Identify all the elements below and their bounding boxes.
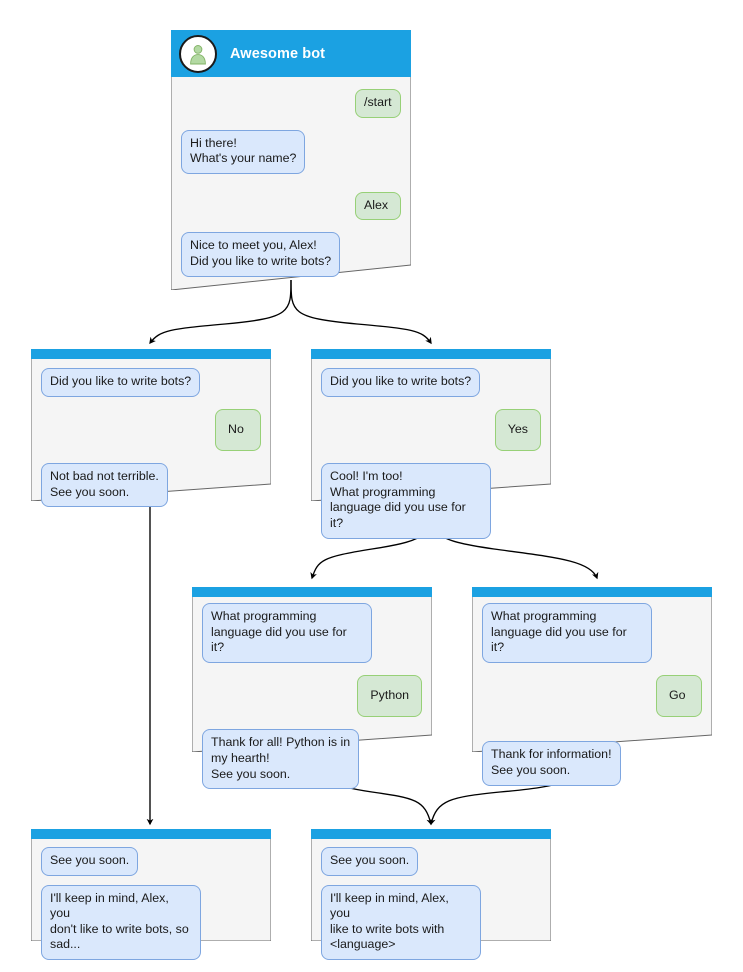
node-python-branch-header xyxy=(192,587,432,597)
node-end-sad-header xyxy=(31,829,271,839)
node-yes-branch-header xyxy=(311,349,551,359)
bot-bubble: Hi there! What's your name? xyxy=(181,129,306,174)
message-row: See you soon. xyxy=(41,847,261,876)
message-row: Yes xyxy=(321,408,541,452)
node-root-content: Awesome bot /start Hi there! What's your… xyxy=(171,30,411,289)
node-no-branch-content: Did you like to write bots? No Not bad n… xyxy=(31,349,271,519)
bot-bubble: Did you like to write bots? xyxy=(41,368,201,397)
node-no-branch-messages: Did you like to write bots? No Not bad n… xyxy=(31,359,271,508)
node-go-branch-messages: What programming language did you use fo… xyxy=(472,597,712,786)
bot-bubble: Thank for all! Python is in my hearth! S… xyxy=(202,729,360,790)
bot-bubble: Thank for information! See you soon. xyxy=(482,741,621,786)
bot-bubble: What programming language did you use fo… xyxy=(202,603,372,663)
bot-bubble: What programming language did you use fo… xyxy=(482,603,652,663)
node-root-messages: /start Hi there! What's your name? Alex … xyxy=(171,77,411,277)
user-bubble: No xyxy=(215,408,261,452)
bot-bubble: See you soon. xyxy=(41,847,139,876)
message-row: No xyxy=(41,408,261,452)
message-row: Nice to meet you, Alex! Did you like to … xyxy=(181,232,401,277)
user-bubble: Yes xyxy=(494,408,541,452)
node-end-happy-header xyxy=(311,829,551,839)
node-end-happy-messages: See you soon. I'll keep in mind, Alex, y… xyxy=(311,839,551,960)
message-row: See you soon. xyxy=(321,847,541,876)
node-end-happy-content: See you soon. I'll keep in mind, Alex, y… xyxy=(311,829,551,972)
user-bubble: /start xyxy=(355,89,401,118)
person-avatar-icon xyxy=(179,34,217,73)
message-row: I'll keep in mind, Alex, you like to wri… xyxy=(321,884,541,960)
message-row: Hi there! What's your name? xyxy=(181,129,401,174)
message-row: Thank for all! Python is in my hearth! S… xyxy=(202,729,422,790)
node-end-sad-messages: See you soon. I'll keep in mind, Alex, y… xyxy=(31,839,271,960)
node-yes-branch-content: Did you like to write bots? Yes Cool! I'… xyxy=(311,349,551,551)
message-row: Did you like to write bots? xyxy=(41,368,261,397)
node-end-sad-content: See you soon. I'll keep in mind, Alex, y… xyxy=(31,829,271,972)
node-root-title: Awesome bot xyxy=(230,45,326,62)
message-row: Thank for information! See you soon. xyxy=(482,741,702,786)
message-row: Python xyxy=(202,674,422,718)
bot-bubble: See you soon. xyxy=(321,847,419,876)
message-row: Not bad not terrible. See you soon. xyxy=(41,463,261,508)
user-bubble: Alex xyxy=(355,191,401,221)
message-row: What programming language did you use fo… xyxy=(482,603,702,663)
message-row: Alex xyxy=(181,191,401,221)
node-yes-branch[interactable]: Did you like to write bots? Yes Cool! I'… xyxy=(311,349,551,539)
node-end-sad[interactable]: See you soon. I'll keep in mind, Alex, y… xyxy=(31,829,271,960)
node-python-branch[interactable]: What programming language did you use fo… xyxy=(192,587,432,790)
bot-bubble: Did you like to write bots? xyxy=(321,368,481,397)
bot-bubble: Cool! I'm too! What programming language… xyxy=(321,463,491,539)
message-row: Cool! I'm too! What programming language… xyxy=(321,463,541,539)
message-row: /start xyxy=(181,89,401,118)
message-row: I'll keep in mind, Alex, you don't like … xyxy=(41,884,261,960)
node-end-happy[interactable]: See you soon. I'll keep in mind, Alex, y… xyxy=(311,829,551,960)
node-go-branch-header xyxy=(472,587,712,597)
message-row: Go xyxy=(482,674,702,718)
node-yes-branch-messages: Did you like to write bots? Yes Cool! I'… xyxy=(311,359,551,539)
message-row: What programming language did you use fo… xyxy=(202,603,422,663)
bot-bubble: Not bad not terrible. See you soon. xyxy=(41,463,168,508)
node-no-branch[interactable]: Did you like to write bots? No Not bad n… xyxy=(31,349,271,508)
bot-bubble: Nice to meet you, Alex! Did you like to … xyxy=(181,232,341,277)
node-root-header: Awesome bot xyxy=(171,30,411,77)
node-python-branch-messages: What programming language did you use fo… xyxy=(192,597,432,790)
node-go-branch-content: What programming language did you use fo… xyxy=(472,587,712,798)
message-row: Did you like to write bots? xyxy=(321,368,541,397)
node-go-branch[interactable]: What programming language did you use fo… xyxy=(472,587,712,786)
bot-bubble: I'll keep in mind, Alex, you like to wri… xyxy=(321,884,481,960)
node-no-branch-header xyxy=(31,349,271,359)
user-bubble: Python xyxy=(357,674,422,718)
user-bubble: Go xyxy=(656,674,702,718)
node-root[interactable]: Awesome bot /start Hi there! What's your… xyxy=(171,30,411,290)
node-python-branch-content: What programming language did you use fo… xyxy=(192,587,432,801)
bot-bubble: I'll keep in mind, Alex, you don't like … xyxy=(41,884,201,960)
